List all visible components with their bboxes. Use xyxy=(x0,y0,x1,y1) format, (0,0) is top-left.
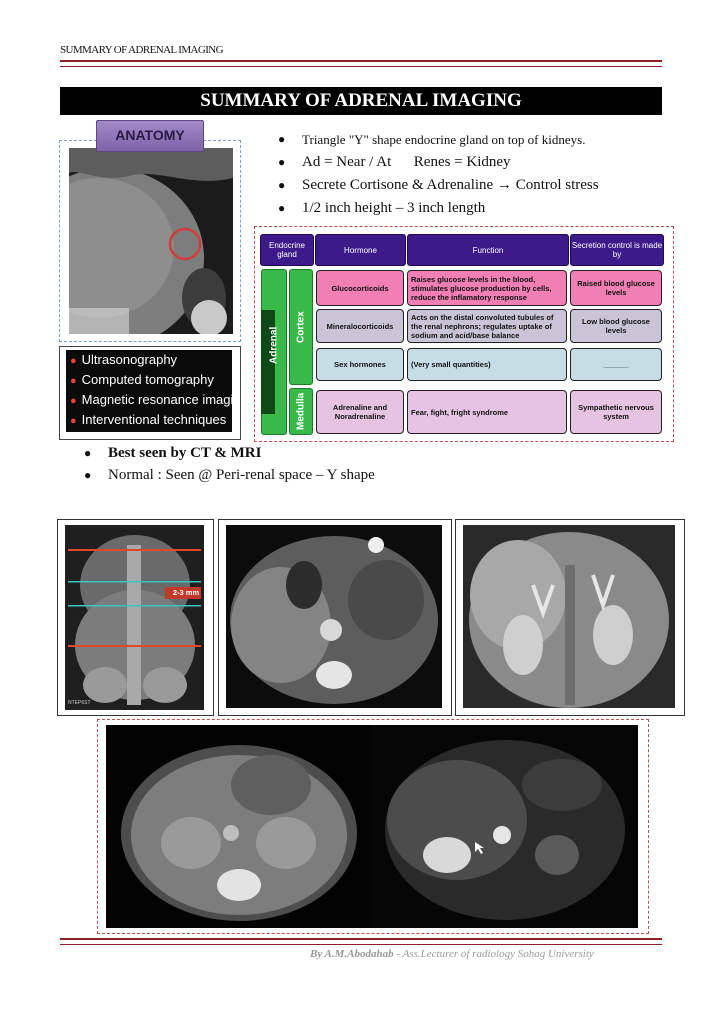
table-header-gland: Endocrine gland xyxy=(260,234,314,266)
header-rule xyxy=(60,60,662,67)
function-cell: Acts on the distal convoluted tubules of… xyxy=(407,309,567,343)
list-item: ●Ad = Near / At Renes = Kidney xyxy=(278,154,511,170)
hormone-cell: Mineralocorticoids xyxy=(316,309,404,343)
table-header-control: Secretion control is made by xyxy=(570,234,664,266)
bullet-icon: ● xyxy=(278,178,286,192)
axial-mri-bottom-image xyxy=(372,725,638,928)
footer-rule xyxy=(60,938,662,945)
hormone-cell: Sex hormones xyxy=(316,348,404,381)
table-header-function: Function xyxy=(407,234,569,266)
bullet-icon: ● xyxy=(84,467,92,482)
measure-label: 2-3 mm xyxy=(172,588,200,597)
running-header: SUMMARY OF ADRENAL IMAGING xyxy=(60,44,224,56)
adrenal-label: Adrenal xyxy=(268,326,280,364)
control-cell: Raised blood glucose levels xyxy=(570,270,662,306)
list-item: ●Normal : Seen @ Peri-renal space – Y sh… xyxy=(84,466,375,483)
hormone-cell: Glucocorticoids xyxy=(316,270,404,306)
anatomy-ct-image xyxy=(69,148,233,334)
scout-tag: NTEP6ST xyxy=(68,700,91,706)
medulla-label: Medulla xyxy=(289,388,313,435)
page-title: SUMMARY OF ADRENAL IMAGING xyxy=(60,87,662,115)
list-item: ●Triangle "Y" shape endocrine gland on t… xyxy=(278,131,586,147)
adrenal-bar-shadow xyxy=(261,310,275,414)
bullet-icon: ● xyxy=(278,201,286,215)
bullet-icon: ● xyxy=(278,132,286,146)
bullet-icon: ● xyxy=(70,375,77,387)
bullet-icon: ● xyxy=(70,395,77,407)
cursor-arrow-icon xyxy=(475,842,484,854)
modality-list: ●Ultrasonography ●Computed tomography ●M… xyxy=(66,350,248,432)
axial-pair-frame xyxy=(97,719,649,934)
bullet-icon: ● xyxy=(278,155,286,169)
function-cell: Raises glucose levels in the blood, stim… xyxy=(407,270,567,306)
bullet-icon: ● xyxy=(70,415,77,427)
bullet-icon: ● xyxy=(70,355,77,367)
list-item: ●Computed tomography xyxy=(70,372,214,387)
control-cell: ______ xyxy=(570,348,662,381)
list-item: ●Interventional techniques xyxy=(70,412,227,427)
anatomy-label: ANATOMY xyxy=(96,120,204,152)
list-item: ●Best seen by CT & MRI xyxy=(84,444,262,461)
list-item: ●Magnetic resonance imaging xyxy=(70,392,248,407)
coronal-mri-image xyxy=(463,525,675,708)
hormone-table-frame xyxy=(254,226,674,442)
control-cell: Sympathetic nervous system xyxy=(570,390,662,434)
list-item: ●Secrete Cortisone & Adrenaline → Contro… xyxy=(278,177,599,193)
bullet-icon: ● xyxy=(84,445,92,460)
anatomy-bullets: ●Triangle "Y" shape endocrine gland on t… xyxy=(278,128,599,220)
axial-ct-image xyxy=(226,525,442,708)
footer-credit: By A.M.Abodahab - Ass.Lecturer of radiol… xyxy=(310,948,594,960)
control-cell: Low blood glucose levels xyxy=(570,309,662,343)
modality-box xyxy=(59,346,241,440)
function-cell: Fear, fight, fright syndrome xyxy=(407,390,567,434)
ct-scout-image xyxy=(65,525,204,710)
table-header-hormone: Hormone xyxy=(315,234,406,266)
list-item: ●1/2 inch height – 3 inch length xyxy=(278,200,486,216)
axial-ct-bottom-image xyxy=(106,725,372,928)
imaging-bullets: ●Best seen by CT & MRI ●Normal : Seen @ … xyxy=(84,442,375,486)
hormone-cell: Adrenaline and Noradrenaline xyxy=(316,390,404,434)
cortex-label: Cortex xyxy=(289,269,313,385)
list-item: ●Ultrasonography xyxy=(70,352,178,367)
function-cell: (Very small quantities) xyxy=(407,348,567,381)
